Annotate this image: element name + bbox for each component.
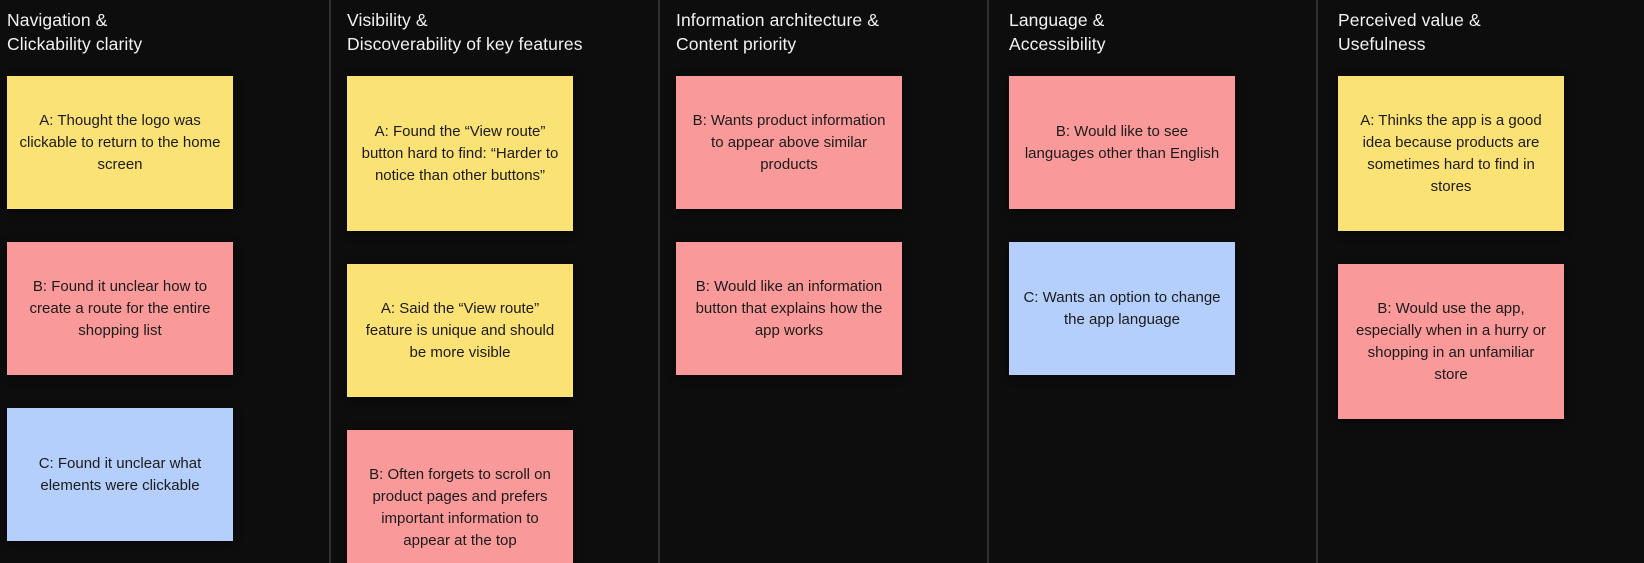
sticky-note-list: B: Would like to see languages other tha… — [989, 76, 1316, 375]
theme-column-1: Navigation & Clickability clarity A: Thou… — [0, 0, 329, 563]
sticky-note-text: A: Said the “View route” feature is uniq… — [365, 299, 555, 361]
sticky-note-text: A: Thought the logo was clickable to ret… — [19, 111, 221, 173]
sticky-note[interactable]: B: Often forgets to scroll on product pa… — [347, 430, 573, 563]
sticky-note[interactable]: B: Would use the app, especially when in… — [1338, 264, 1564, 419]
column-title: Perceived value & Usefulness — [1338, 10, 1481, 54]
sticky-note-text: B: Would use the app, especially when in… — [1355, 299, 1547, 383]
column-title: Information architecture & Content prior… — [676, 10, 879, 54]
column-title: Language & Accessibility — [1009, 10, 1106, 54]
sticky-note[interactable]: B: Found it unclear how to create a rout… — [7, 242, 233, 375]
sticky-note[interactable]: C: Wants an option to change the app lan… — [1009, 242, 1235, 375]
column-title: Visibility & Discoverability of key feat… — [347, 10, 583, 54]
sticky-note[interactable]: A: Found the “View route” button hard to… — [347, 76, 573, 231]
sticky-note-text: B: Wants product information to appear a… — [692, 111, 886, 173]
sticky-note[interactable]: B: Would like an information button that… — [676, 242, 902, 375]
sticky-note[interactable]: A: Thought the logo was clickable to ret… — [7, 76, 233, 209]
sticky-note[interactable]: A: Said the “View route” feature is uniq… — [347, 264, 573, 397]
sticky-note-text: A: Thinks the app is a good idea because… — [1360, 111, 1542, 195]
sticky-note-text: B: Often forgets to scroll on product pa… — [369, 465, 551, 549]
sticky-note-list: A: Thought the logo was clickable to ret… — [0, 76, 329, 541]
theme-column-2: Visibility & Discoverability of key feat… — [329, 0, 658, 563]
sticky-note[interactable]: C: Found it unclear what elements were c… — [7, 408, 233, 541]
sticky-note-list: B: Wants product information to appear a… — [660, 76, 987, 375]
sticky-note-text: B: Would like an information button that… — [695, 277, 883, 339]
sticky-note-text: B: Found it unclear how to create a rout… — [29, 277, 211, 339]
sticky-note[interactable]: B: Would like to see languages other tha… — [1009, 76, 1235, 209]
sticky-note[interactable]: B: Wants product information to appear a… — [676, 76, 902, 209]
sticky-note-list: A: Found the “View route” button hard to… — [331, 76, 658, 563]
sticky-note[interactable]: A: Thinks the app is a good idea because… — [1338, 76, 1564, 231]
theme-column-3: Information architecture & Content prior… — [658, 0, 987, 563]
sticky-note-text: C: Found it unclear what elements were c… — [38, 454, 202, 494]
theme-column-5: Perceived value & Usefulness A: Thinks th… — [1316, 0, 1644, 563]
sticky-note-text: B: Would like to see languages other tha… — [1024, 122, 1220, 162]
sticky-note-text: C: Wants an option to change the app lan… — [1023, 288, 1221, 328]
sticky-note-text: A: Found the “View route” button hard to… — [361, 122, 559, 184]
column-title: Navigation & Clickability clarity — [7, 10, 143, 54]
sticky-note-list: A: Thinks the app is a good idea because… — [1318, 76, 1644, 419]
theme-column-4: Language & Accessibility B: Would like to… — [987, 0, 1316, 563]
